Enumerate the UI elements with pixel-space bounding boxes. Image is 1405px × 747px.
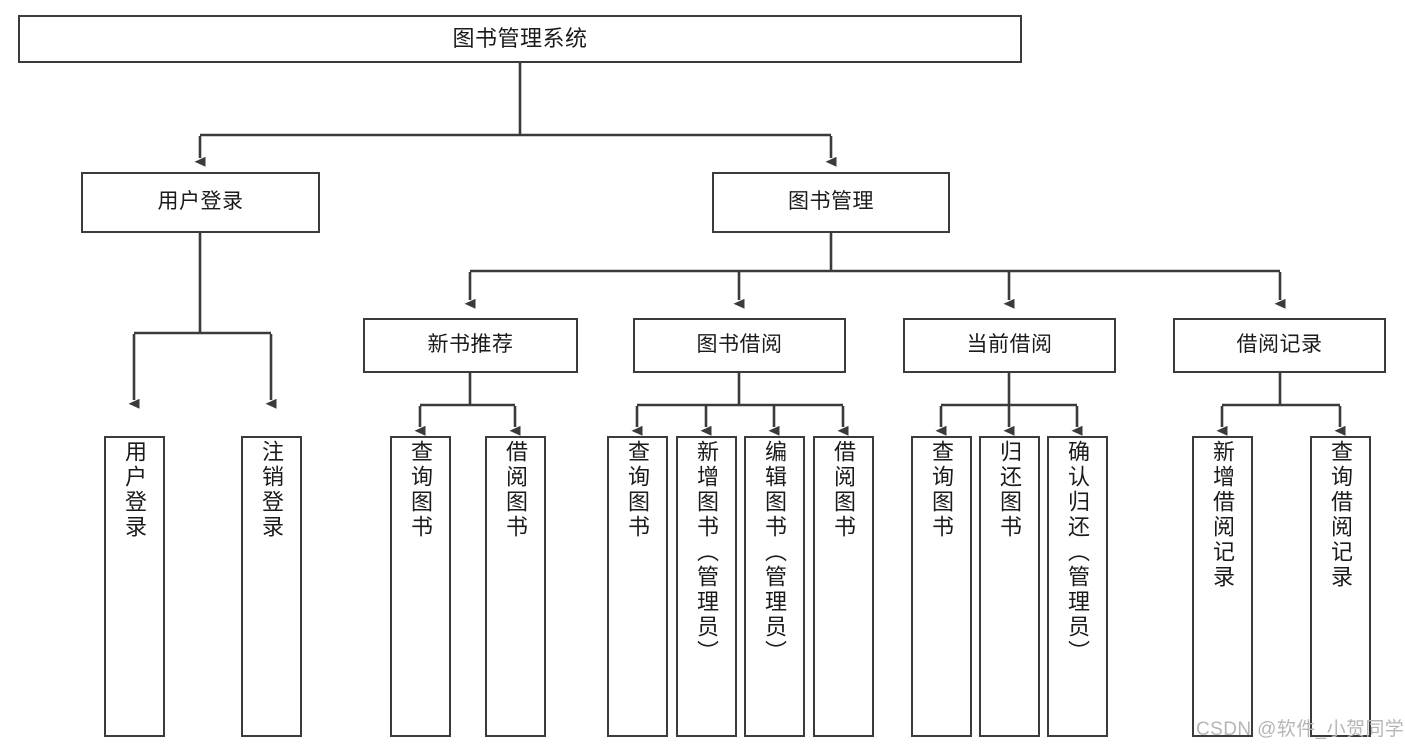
node-label: 借阅图书 [831, 440, 857, 540]
node-label: 图书管理系统 [452, 26, 588, 52]
leaf-edit-book[interactable]: 编辑图书（管理员） [744, 436, 805, 737]
node-current-borrow[interactable]: 当前借阅 [903, 318, 1116, 373]
leaf-return-book[interactable]: 归还图书 [979, 436, 1040, 737]
node-label: 新书推荐 [427, 333, 514, 357]
leaf-add-book[interactable]: 新增图书（管理员） [676, 436, 737, 737]
node-label: 查询图书 [625, 440, 651, 540]
node-label: 当前借阅 [966, 333, 1053, 357]
node-label: 图书管理 [788, 190, 874, 214]
leaf-borrow-book-1[interactable]: 借阅图书 [485, 436, 546, 737]
node-label: 新增图书（管理员） [694, 440, 720, 665]
leaf-query-book-2[interactable]: 查询图书 [607, 436, 668, 737]
node-root-system[interactable]: 图书管理系统 [18, 15, 1022, 63]
leaf-query-book-1[interactable]: 查询图书 [390, 436, 451, 737]
leaf-logout-login[interactable]: 注销登录 [241, 436, 302, 737]
node-new-book-recommend[interactable]: 新书推荐 [363, 318, 578, 373]
node-user-login[interactable]: 用户登录 [81, 172, 320, 233]
node-label: 用户登录 [157, 190, 244, 214]
node-label: 借阅图书 [503, 440, 529, 540]
leaf-query-book-3[interactable]: 查询图书 [911, 436, 972, 737]
node-label: 图书借阅 [696, 333, 783, 357]
node-book-management[interactable]: 图书管理 [712, 172, 950, 233]
node-label: 注销登录 [259, 440, 285, 540]
leaf-query-record[interactable]: 查询借阅记录 [1310, 436, 1371, 737]
node-label: 查询图书 [408, 440, 434, 540]
leaf-user-login[interactable]: 用户登录 [104, 436, 165, 737]
leaf-borrow-book-2[interactable]: 借阅图书 [813, 436, 874, 737]
leaf-confirm-return[interactable]: 确认归还（管理员） [1047, 436, 1108, 737]
node-book-borrow[interactable]: 图书借阅 [633, 318, 846, 373]
node-label: 归还图书 [997, 440, 1023, 540]
node-label: 编辑图书（管理员） [762, 440, 788, 665]
node-label: 借阅记录 [1236, 333, 1323, 357]
node-label: 查询图书 [929, 440, 955, 540]
leaf-add-record[interactable]: 新增借阅记录 [1192, 436, 1253, 737]
node-borrow-record[interactable]: 借阅记录 [1173, 318, 1386, 373]
node-label: 新增借阅记录 [1210, 440, 1236, 590]
node-label: 确认归还（管理员） [1065, 440, 1091, 665]
node-label: 用户登录 [122, 440, 148, 540]
csdn-watermark: CSDN @软件_小贺同学 [1196, 719, 1405, 740]
node-label: 查询借阅记录 [1328, 440, 1354, 590]
